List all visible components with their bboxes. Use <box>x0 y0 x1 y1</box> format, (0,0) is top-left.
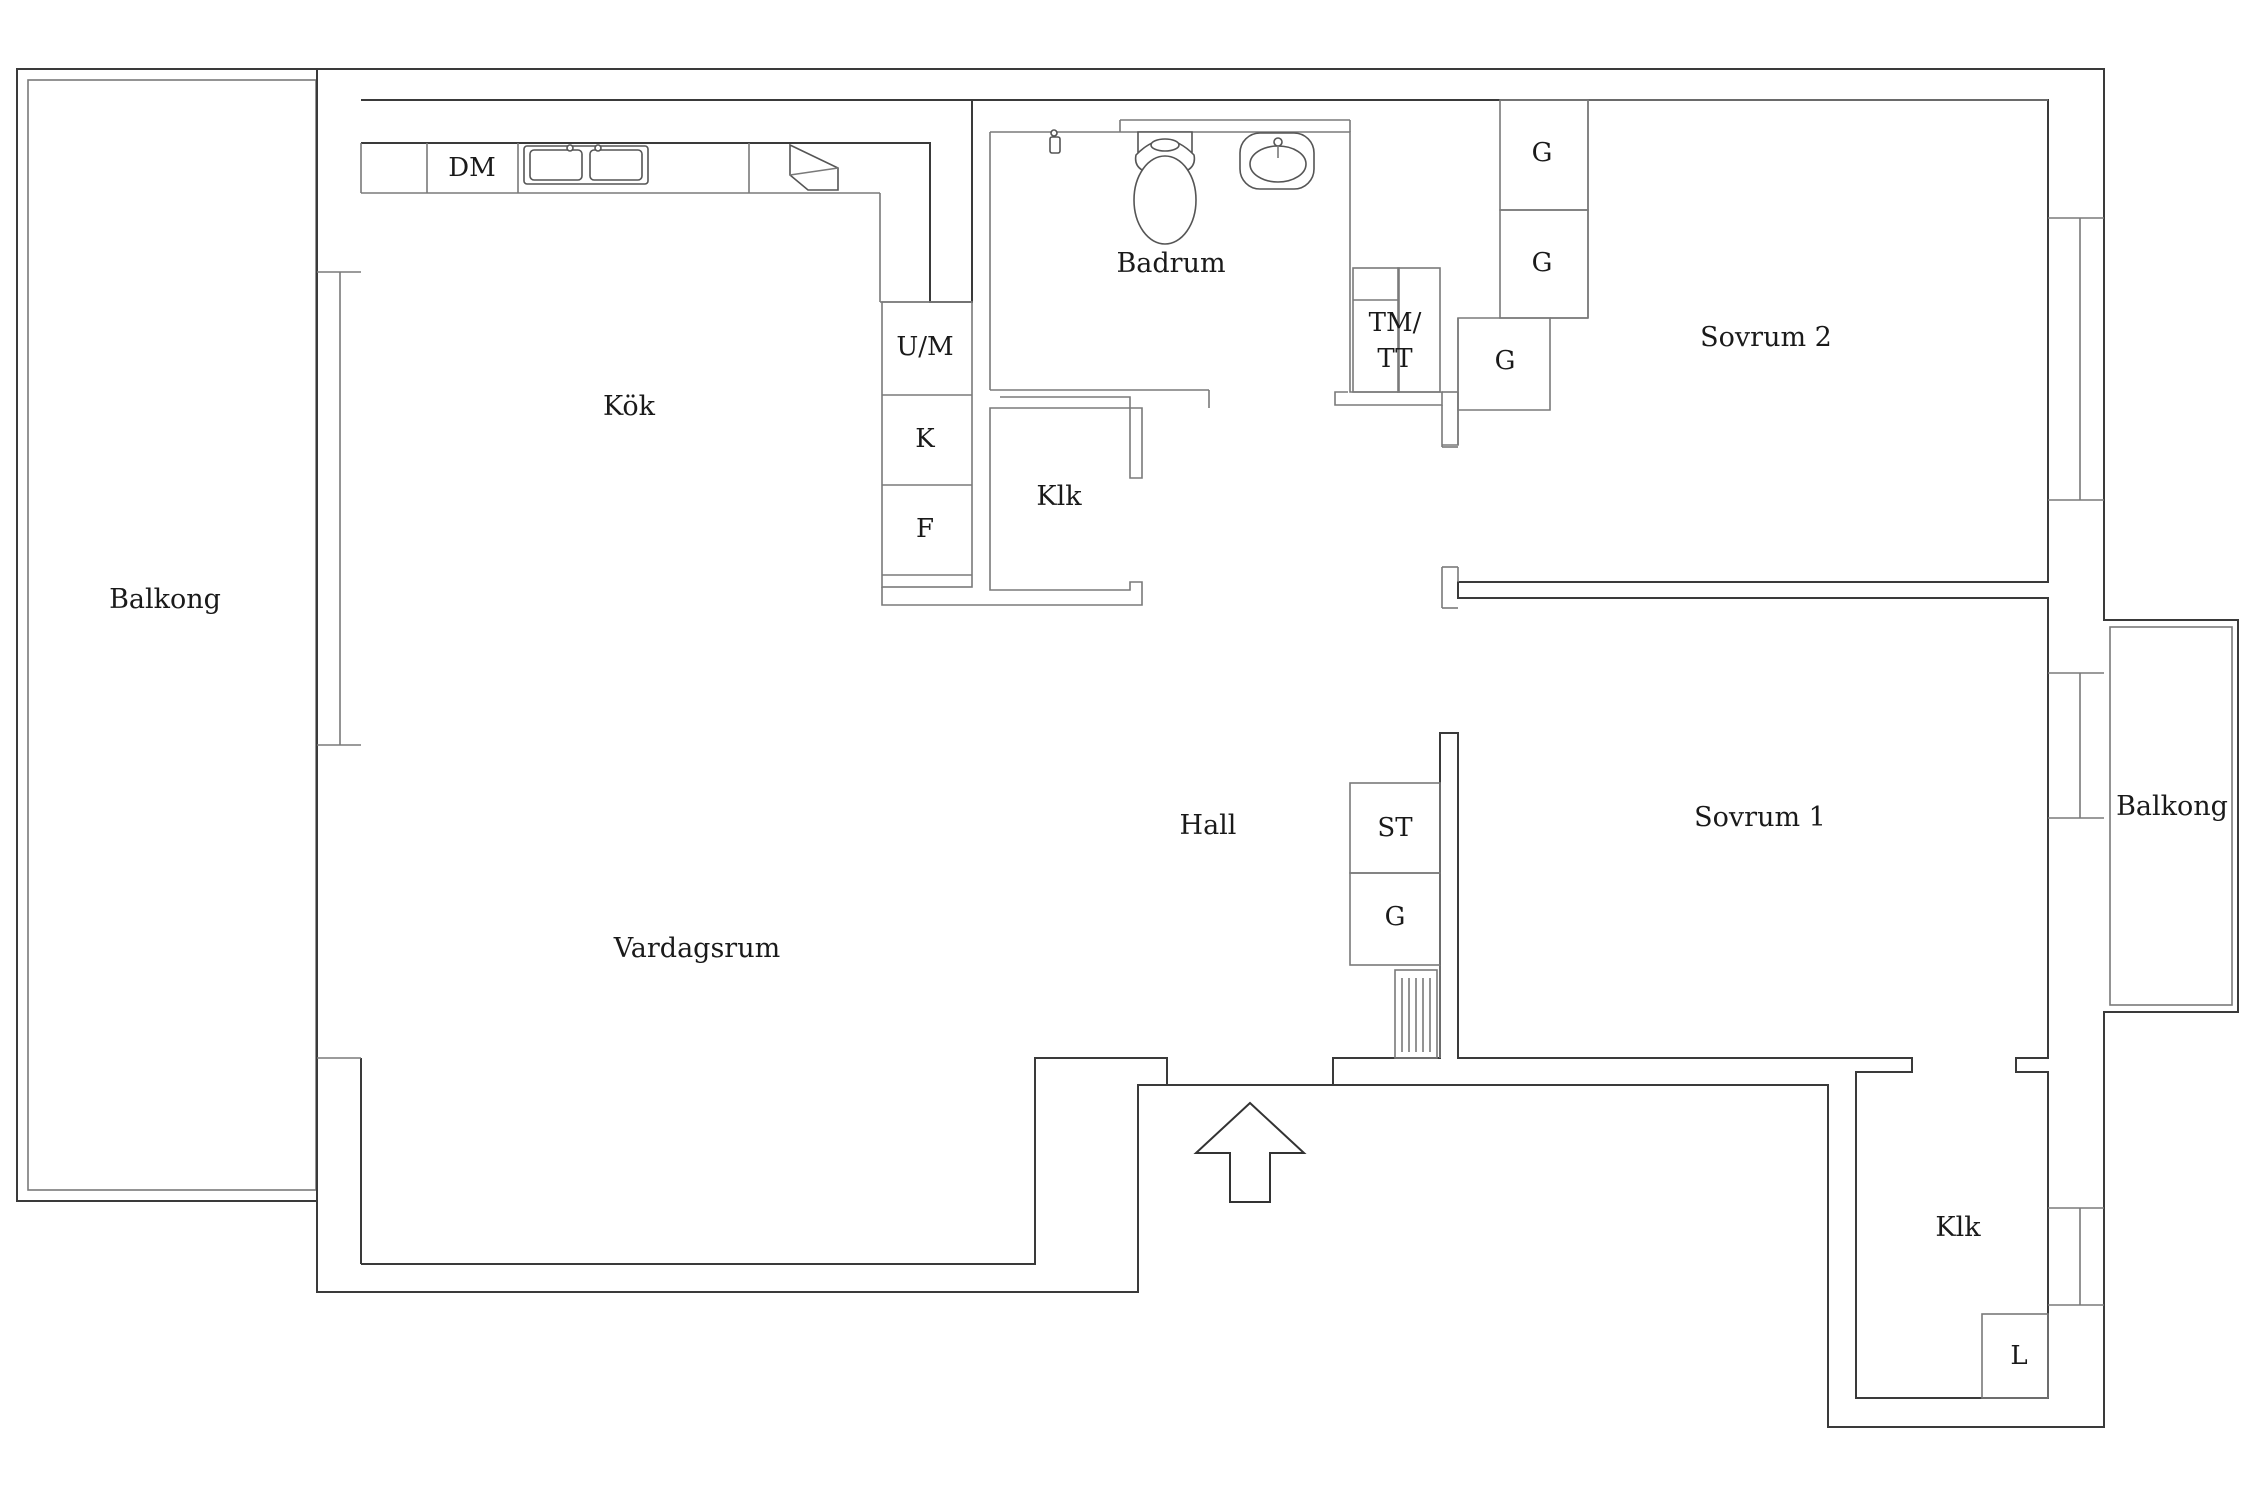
kitchen-sink-icon <box>523 144 649 185</box>
room-label-badrum: Badrum <box>1116 248 1225 279</box>
fixture-label-g-wardrobe-2: G <box>1532 248 1553 278</box>
bedroom2-walls <box>1441 99 2048 609</box>
entrance-arrow-icon <box>1193 1101 1307 1203</box>
toilet-icon <box>1133 131 1197 245</box>
appliance-column <box>881 301 1143 606</box>
room-label-balkong-west: Balkong <box>109 584 221 615</box>
washbasin-icon <box>1239 132 1315 190</box>
kitchen-counter <box>360 99 973 303</box>
room-label-hall: Hall <box>1180 810 1237 841</box>
closet-l <box>1981 1313 2049 1399</box>
fixture-label-g-wardrobe-3: G <box>1495 346 1516 376</box>
hall-storage <box>1349 782 1441 1058</box>
fixture-label-g-wardrobe-1: G <box>1532 138 1553 168</box>
room-label-sovrum1: Sovrum 1 <box>1694 802 1826 833</box>
radiator-icon <box>1394 969 1438 1059</box>
fixture-label-um: U/M <box>896 332 953 362</box>
fixture-label-tm: TM/ <box>1369 308 1422 338</box>
fixture-label-k: K <box>915 424 935 454</box>
exterior-walls <box>316 68 2239 1428</box>
fixture-label-dm: DM <box>448 153 495 183</box>
room-label-klk-sovrum: Klk <box>1935 1212 1981 1243</box>
fixture-label-tt: TT <box>1377 344 1413 374</box>
fixture-label-g-hall: G <box>1385 902 1406 932</box>
fixture-label-st: ST <box>1377 813 1413 843</box>
room-label-sovrum2: Sovrum 2 <box>1700 322 1832 353</box>
fixture-label-l: L <box>2010 1341 2027 1371</box>
fixture-label-f: F <box>916 514 934 544</box>
room-label-klk-hall: Klk <box>1036 481 1082 512</box>
east-balcony <box>2109 626 2233 1006</box>
room-label-vardagsrum: Vardagsrum <box>613 933 780 964</box>
bathroom-walls <box>989 119 1458 448</box>
shower-tap-icon <box>1049 129 1061 154</box>
room-label-balkong-east: Balkong <box>2116 791 2228 822</box>
west-balcony <box>16 68 318 1202</box>
stove-icon <box>789 143 839 191</box>
room-label-kok: Kök <box>603 391 656 422</box>
